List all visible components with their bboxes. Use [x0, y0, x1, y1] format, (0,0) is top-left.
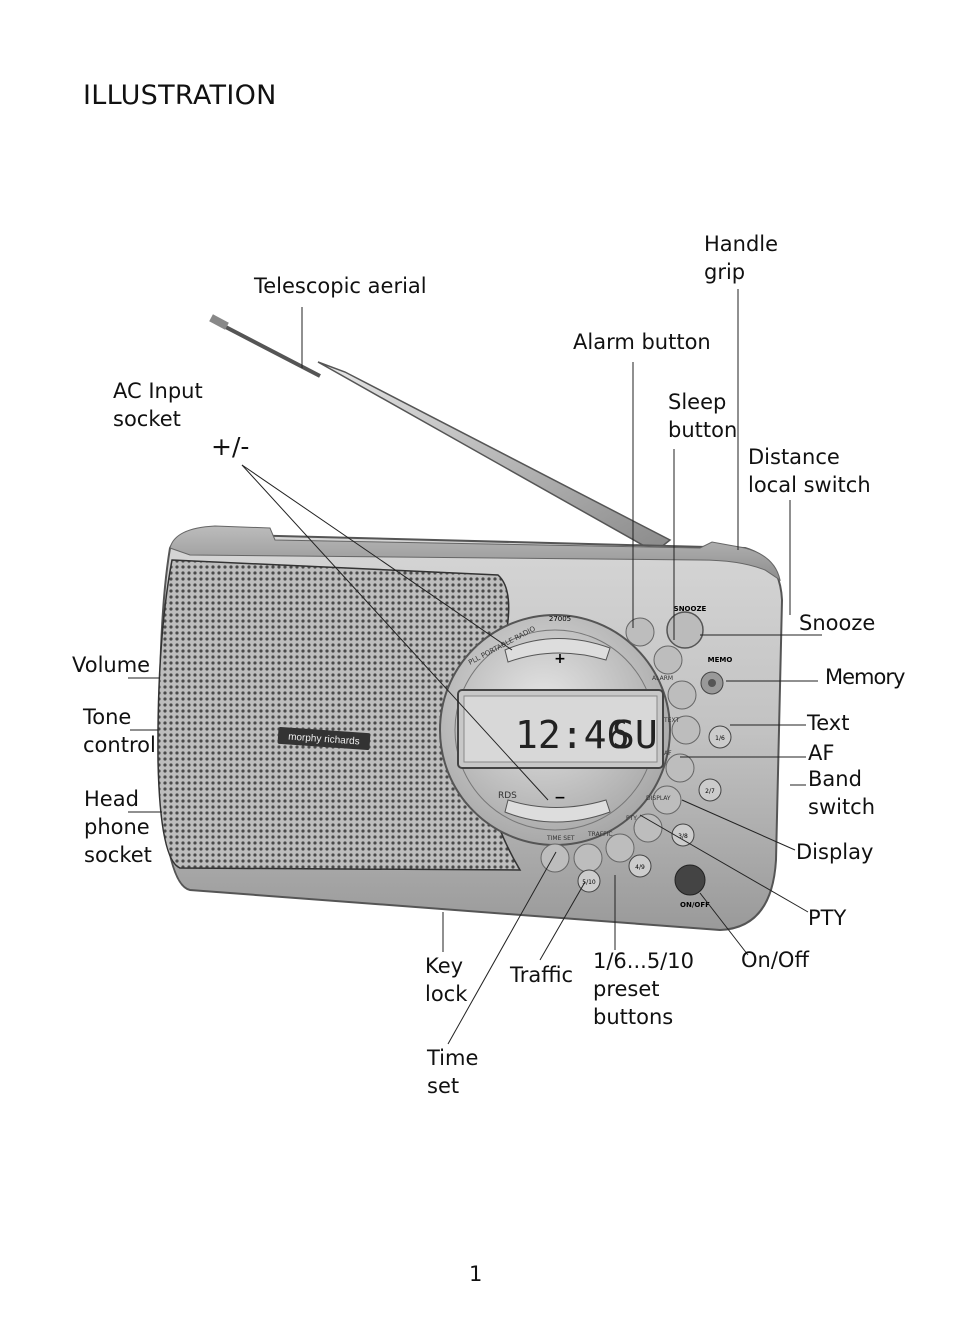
traffic-ring-label: TRAFFIC: [587, 831, 613, 838]
pty-ring-label: PTY: [626, 815, 637, 822]
label-key-lock: Key lock: [425, 954, 468, 1006]
preset-2-button[interactable]: [698, 778, 722, 802]
telescopic-aerial: [209, 314, 672, 553]
label-alarm-button: Alarm button: [573, 330, 711, 354]
label-preset-buttons: 1/6...5/10 preset buttons: [593, 949, 694, 1029]
preset-4-button[interactable]: [628, 854, 652, 878]
label-head-phone-socket: Head phone socket: [84, 787, 152, 867]
lcd-time: 12:46: [515, 713, 629, 757]
label-ac-input-socket: AC Input socket: [113, 379, 203, 431]
control-panel: + − 27005 PLL PORTABLE RADIO 12:46 SU RD…: [439, 605, 733, 909]
page-heading: ILLUSTRATION: [83, 80, 277, 111]
text-ring-label: TEXT: [663, 717, 679, 724]
label-sleep-button: Sleep button: [668, 390, 738, 442]
label-traffic: Traffic: [510, 963, 574, 987]
tune-down-key[interactable]: [504, 799, 611, 823]
tune-up-mark: +: [554, 651, 566, 667]
label-pty: PTY: [808, 906, 847, 930]
preset-4-label: 4/9: [635, 864, 645, 871]
label-telescopic-aerial: Telescopic aerial: [254, 274, 427, 298]
snooze-label-small: SNOOZE: [674, 605, 707, 613]
label-snooze: Snooze: [799, 611, 876, 635]
display-ring-label: DISPLAY: [646, 795, 671, 802]
tune-down-mark: −: [554, 790, 566, 806]
brand-badge: [277, 726, 371, 751]
alarm-ring-label: ALARM: [652, 675, 673, 682]
on-off-label-small: ON/OFF: [680, 901, 710, 909]
label-on-off: On/Off: [741, 948, 809, 972]
preset-1-button[interactable]: [708, 725, 732, 749]
snooze-button[interactable]: [666, 611, 704, 649]
label-handle-grip: Handle grip: [704, 232, 779, 284]
label-display: Display: [796, 840, 874, 864]
label-band-switch: Band switch: [808, 767, 876, 819]
preset-3-button[interactable]: [671, 823, 695, 847]
label-text: Text: [807, 711, 850, 735]
label-memory: Memory: [825, 665, 905, 689]
label-af: AF: [808, 741, 835, 765]
leader-lines: [128, 289, 822, 1045]
preset-1-label: 1/6: [715, 735, 725, 742]
page-number: 1: [469, 1262, 483, 1286]
label-time-set: Time set: [427, 1046, 479, 1098]
model-number: 27005: [549, 615, 571, 623]
label-plus-minus: +/-: [211, 432, 250, 461]
label-distance-local-switch: Distance local switch: [748, 445, 871, 497]
on-off-button[interactable]: [674, 864, 706, 896]
label-volume: Volume: [72, 653, 151, 677]
time-set-ring-label: TIME SET: [546, 835, 575, 842]
brand-text: morphy richards: [288, 732, 360, 748]
memo-label-small: MEMO: [708, 656, 733, 664]
af-ring-label: AF: [664, 750, 672, 757]
label-tone-control: Tone control: [83, 705, 156, 757]
preset-5-label: 5/10: [582, 879, 596, 886]
preset-5-button[interactable]: [577, 869, 601, 893]
rds-logo: RDS: [498, 791, 517, 801]
tune-up-key[interactable]: [504, 637, 611, 663]
lcd-text: SU: [612, 713, 658, 757]
preset-2-label: 2/7: [705, 788, 715, 795]
preset-3-label: 3/8: [678, 833, 688, 840]
